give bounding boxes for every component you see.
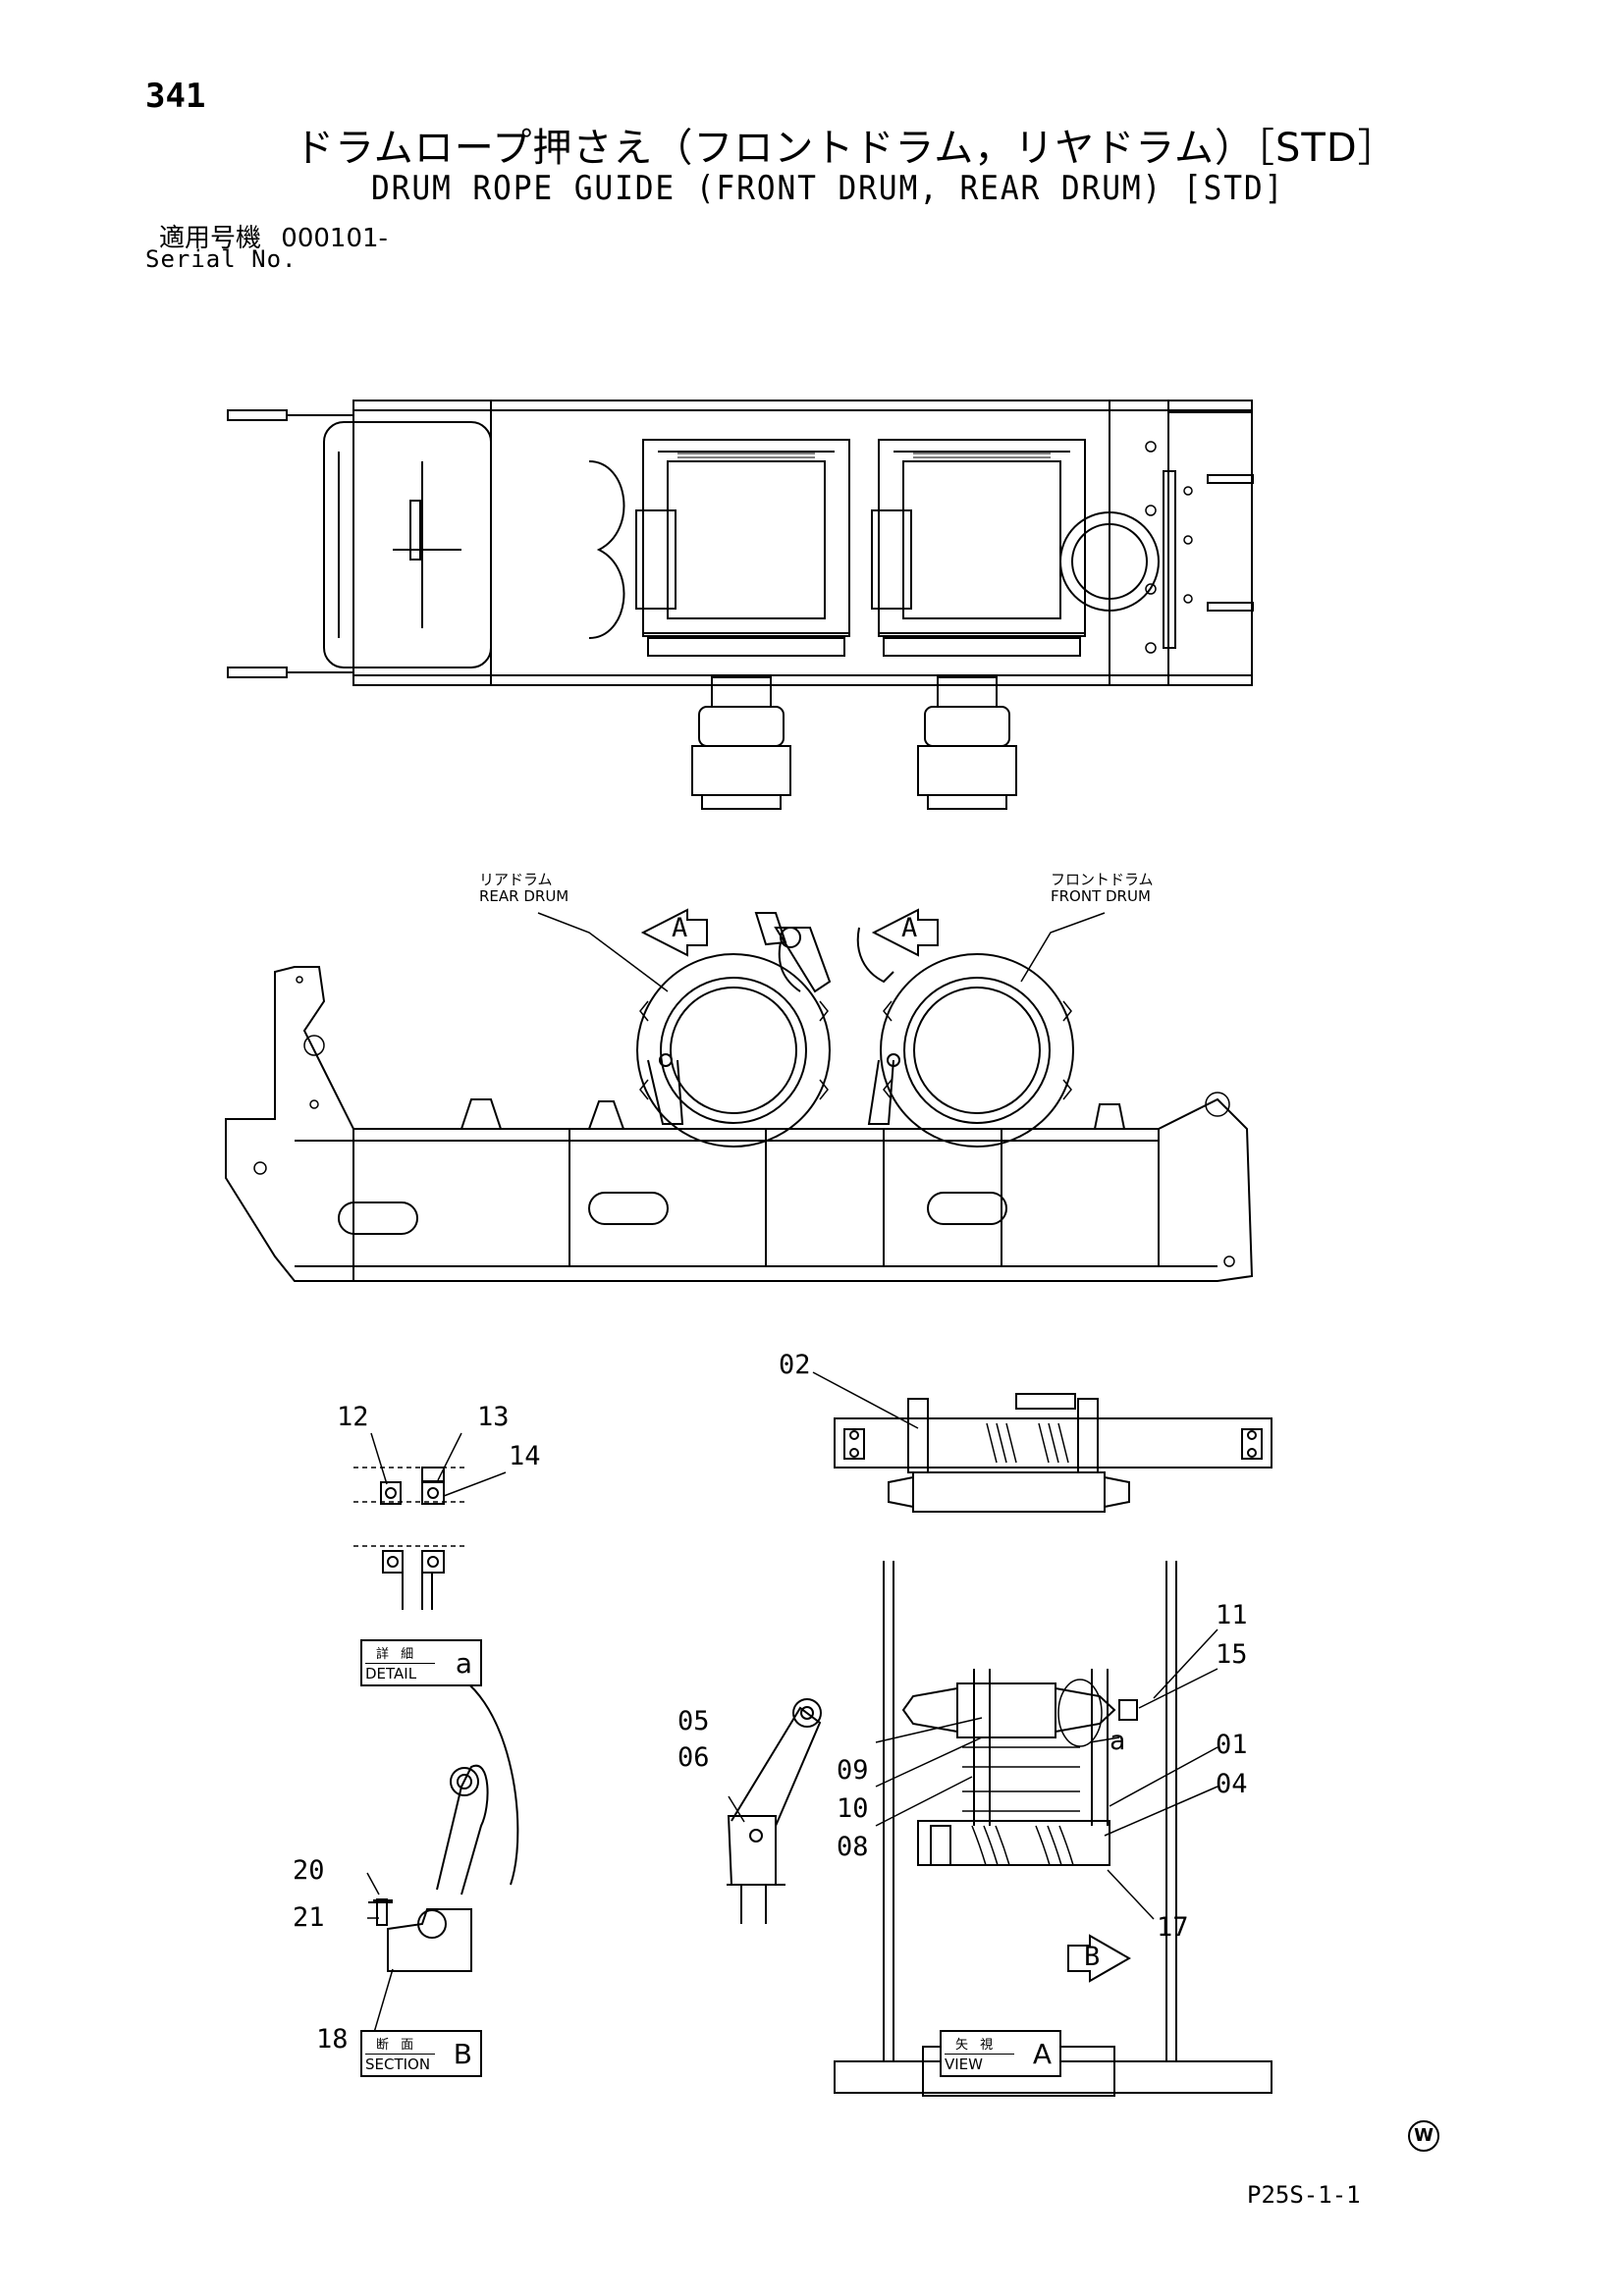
rear-drum-label-en: REAR DRUM xyxy=(479,887,569,905)
view-label-divider xyxy=(945,2054,1014,2055)
rear-drum-label: リアドラム REAR DRUM xyxy=(479,872,568,905)
section-label-divider xyxy=(365,2054,435,2055)
serial-label-japanese: 適用号機 000101- xyxy=(159,218,388,254)
section-label-en: SECTION xyxy=(365,2056,431,2073)
callout-01: 01 xyxy=(1216,1730,1248,1760)
callout-05: 05 xyxy=(677,1706,710,1736)
detail-a-label: 詳 細 DETAIL a xyxy=(360,1639,482,1686)
callout-15: 15 xyxy=(1216,1639,1248,1670)
callout-18: 18 xyxy=(316,2024,349,2055)
callout-17: 17 xyxy=(1157,1912,1189,1943)
callout-13: 13 xyxy=(477,1402,510,1432)
top-plan-view xyxy=(228,400,1253,809)
view-label-ja: 矢 視 xyxy=(955,2038,998,2053)
detail-label-en: DETAIL xyxy=(365,1665,417,1682)
section-b-label: 断 面 SECTION B xyxy=(360,2030,482,2077)
view-a-main xyxy=(835,1561,1272,2096)
section-label-letter: B xyxy=(453,2038,472,2070)
callout-06: 06 xyxy=(677,1742,710,1773)
guide-plan-view xyxy=(813,1372,1272,1512)
title-japanese: ドラムロープ押さえ（フロントドラム，リヤドラム）［STD］ xyxy=(295,126,1398,171)
callout-09: 09 xyxy=(837,1755,869,1786)
serial-label-ja-text: 適用号機 xyxy=(159,224,262,253)
front-drum-label: フロントドラム FRONT DRUM xyxy=(1051,872,1154,905)
callout-12: 12 xyxy=(337,1402,369,1432)
section-label-ja: 断 面 xyxy=(376,2038,418,2053)
page-number: 341 xyxy=(145,77,206,116)
callout-10: 10 xyxy=(837,1793,869,1824)
callout-02: 02 xyxy=(779,1350,811,1380)
callout-21: 21 xyxy=(293,1902,325,1933)
detail-label-ja: 詳 細 xyxy=(376,1647,418,1662)
view-label-letter: A xyxy=(1032,2038,1052,2070)
callout-20: 20 xyxy=(293,1855,325,1886)
view-a-label: 矢 視 VIEW A xyxy=(940,2030,1061,2077)
section-arrow-b: B xyxy=(1084,1942,1101,1972)
view-arrow-a-front: A xyxy=(901,913,918,943)
front-drum-label-en: FRONT DRUM xyxy=(1051,887,1151,905)
section-b-view xyxy=(367,1669,517,2036)
detail-a-view xyxy=(353,1433,506,1610)
detail-label-letter: a xyxy=(455,1647,472,1680)
watermark-symbol: W xyxy=(1408,2120,1439,2152)
page-code: P25S-1-1 xyxy=(1247,2181,1361,2209)
callout-08: 08 xyxy=(837,1832,869,1862)
detail-label-divider xyxy=(365,1663,435,1664)
detail-ref-a: a xyxy=(1110,1726,1126,1756)
view-label-en: VIEW xyxy=(945,2056,983,2073)
front-drum-label-ja: フロントドラム xyxy=(1051,871,1154,888)
callout-11: 11 xyxy=(1216,1600,1248,1630)
guide-bracket-view xyxy=(727,1699,821,1924)
rear-drum-label-ja: リアドラム xyxy=(479,871,553,888)
serial-number: 000101- xyxy=(281,224,388,253)
callout-14: 14 xyxy=(509,1441,541,1471)
side-elevation-view xyxy=(226,910,1252,1281)
callout-04: 04 xyxy=(1216,1769,1248,1799)
serial-label-english: Serial No. xyxy=(145,245,298,273)
title-english: DRUM ROPE GUIDE (FRONT DRUM, REAR DRUM) … xyxy=(371,169,1285,208)
view-arrow-a-rear: A xyxy=(672,913,688,943)
